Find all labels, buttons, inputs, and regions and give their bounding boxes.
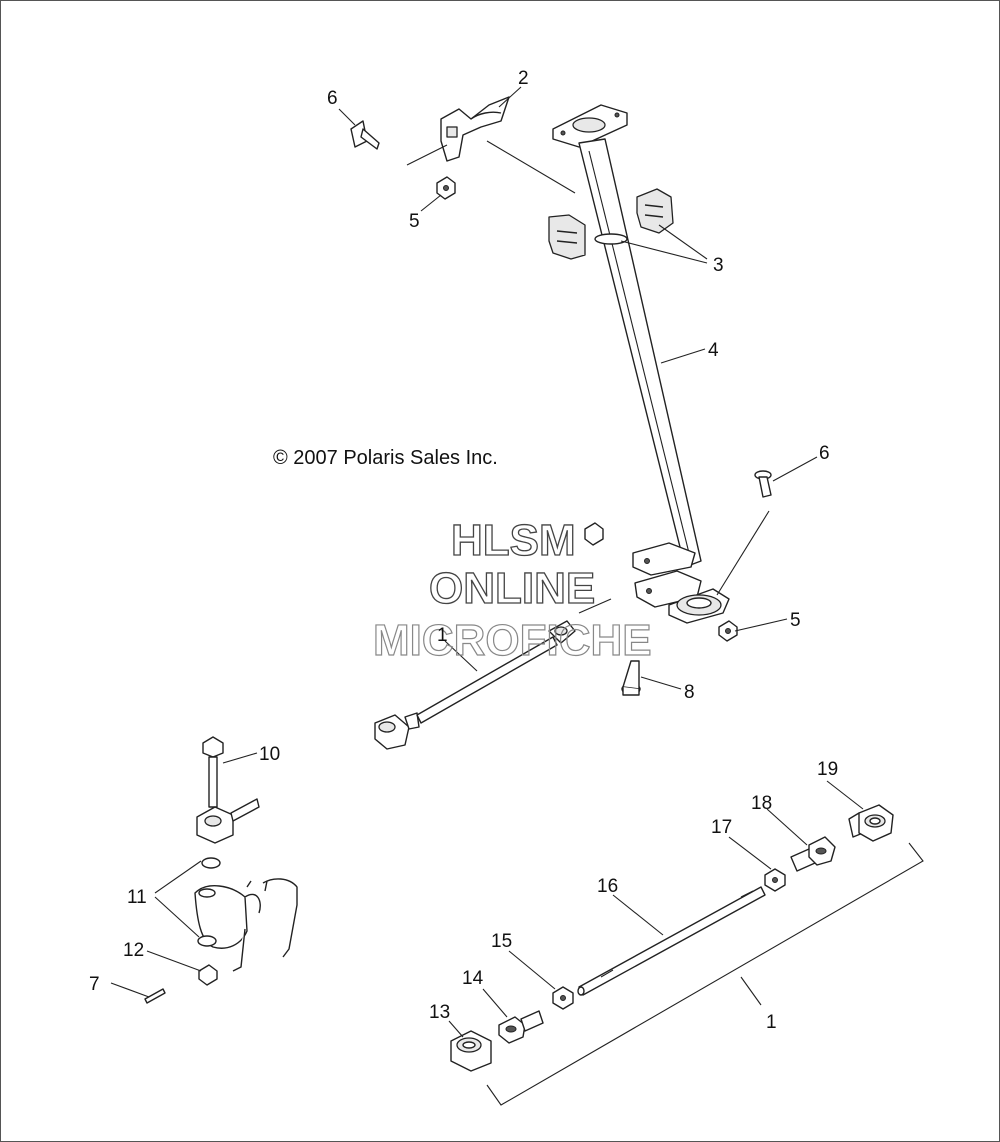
callout-6-right: 6 — [819, 443, 830, 464]
nut-12 — [198, 964, 218, 986]
callout-5-top: 5 — [409, 211, 420, 232]
ball-joint-18 — [790, 836, 836, 872]
callout-15: 15 — [491, 931, 512, 952]
bolt-8 — [621, 660, 641, 696]
tie-rod-16 — [577, 886, 766, 996]
jam-nut-15 — [552, 986, 574, 1010]
callout-2: 2 — [518, 68, 529, 89]
rod-end-13 — [450, 1030, 492, 1072]
rod-end-left — [196, 798, 260, 844]
watermark: HLSM ONLINE MICROFICHE — [372, 515, 652, 665]
callout-11: 11 — [127, 887, 147, 908]
callout-3: 3 — [713, 255, 724, 276]
nut-right — [718, 620, 738, 642]
callout-18: 18 — [751, 793, 772, 814]
bolt-right — [754, 470, 772, 498]
steering-clamp — [440, 96, 510, 162]
jam-nut-17 — [764, 868, 786, 892]
callout-1-upper: 1 — [437, 625, 448, 646]
steering-post — [552, 104, 730, 624]
watermark-line3: MICROFICHE — [373, 616, 652, 665]
callout-labels: 2 6 5 3 4 6 5 1 8 10 11 12 7 19 18 17 16… — [89, 68, 838, 1033]
callout-10: 10 — [259, 744, 280, 765]
callout-4: 4 — [708, 340, 719, 361]
spindle-arm — [194, 857, 298, 972]
callout-6-top: 6 — [327, 88, 338, 109]
cotter-pin — [144, 988, 166, 1004]
steering-bushings — [548, 188, 674, 260]
rod-end-19 — [848, 804, 894, 842]
tie-rod-upper — [374, 620, 576, 750]
callout-8: 8 — [684, 682, 695, 703]
ball-joint-14 — [498, 1010, 544, 1044]
callout-16: 16 — [597, 876, 618, 897]
callout-5-right: 5 — [790, 610, 801, 631]
callout-13: 13 — [429, 1002, 450, 1023]
copyright-text: © 2007 Polaris Sales Inc. — [273, 447, 498, 469]
bolt-10 — [202, 736, 224, 808]
nut-top — [436, 176, 456, 200]
callout-12: 12 — [123, 940, 144, 961]
nut-mid — [584, 522, 604, 546]
callout-17: 17 — [711, 817, 732, 838]
watermark-line2: ONLINE — [429, 564, 595, 613]
watermark-line1: HLSM — [451, 516, 576, 565]
leader-lines — [110, 86, 924, 1106]
callout-1-lower: 1 — [766, 1012, 777, 1033]
bolt-top — [350, 120, 380, 150]
callout-7: 7 — [89, 974, 100, 995]
callout-14: 14 — [462, 968, 484, 989]
callout-19: 19 — [817, 759, 838, 780]
